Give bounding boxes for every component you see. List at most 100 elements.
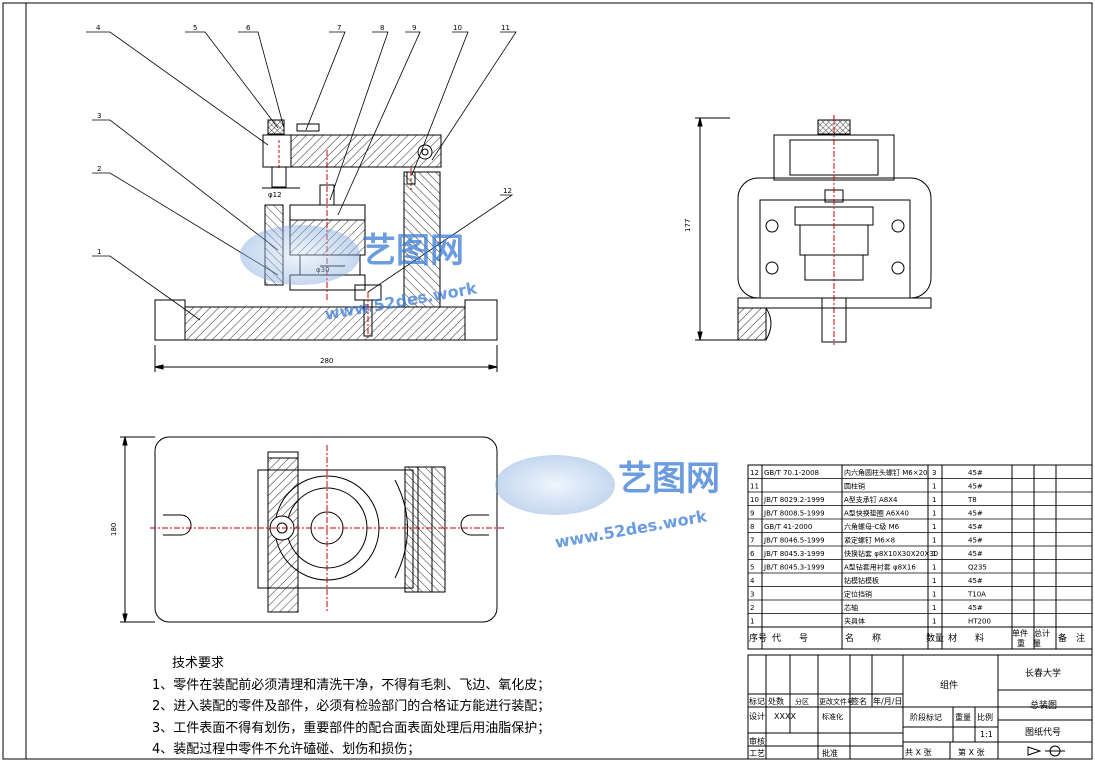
balloon-10: 10 — [453, 24, 462, 32]
tech-req-item-4: 4、装配过程中零件不允许磕碰、划伤和损伤； — [152, 742, 421, 757]
bom-cell-name: 内六角圆柱头螺钉 M6×20 — [844, 468, 928, 477]
tb-weight: 重量 — [955, 712, 971, 722]
bom-cell-code: JB/T 8008.5-1999 — [763, 510, 825, 518]
bom-cell-material: T10A — [967, 591, 986, 599]
technical-requirements: 技术要求 1、零件在装配前必须清理和清洗干净，不得有毛刺、飞边、氧化皮； 2、进… — [152, 653, 752, 761]
dim-front-width: 280 — [320, 357, 333, 365]
bom-cell-material: Q235 — [968, 564, 987, 572]
tb-school: 长春大学 — [1025, 667, 1061, 679]
bom-cell-code: GB/T 41-2000 — [764, 523, 812, 531]
bom-cell-code: JB/T 8045.3-1999 — [763, 564, 825, 572]
tb-designer: XXXX — [774, 712, 796, 721]
bom-cell-qty: 1 — [932, 523, 936, 531]
bom-cell-qty: 1 — [932, 564, 936, 572]
dim-d12: φ12 — [268, 191, 282, 199]
tb-approve: 批准 — [822, 748, 838, 758]
tb-process: 工艺 — [749, 749, 765, 758]
bom-cell-no: 10 — [750, 496, 759, 504]
bom-cell-qty: 1 — [932, 618, 936, 626]
balloon-7: 7 — [337, 24, 341, 32]
svg-text:艺图网: 艺图网 — [618, 459, 720, 499]
bom-cell-no: 5 — [750, 564, 754, 572]
tb-change-doc: 更改文件号 — [819, 697, 854, 706]
bom-cell-qty: 1 — [932, 604, 936, 612]
tb-standardize: 标准化 — [822, 712, 843, 721]
svg-text:艺图网: 艺图网 — [362, 231, 464, 271]
tb-count: 处数 — [768, 696, 784, 706]
bom-header-qty: 数量 — [926, 632, 944, 644]
top-view — [120, 436, 505, 623]
bom-cell-material: 45# — [968, 483, 983, 491]
bom-cell-material: 45# — [968, 523, 983, 531]
bom-header-total: 总计 — [1034, 628, 1050, 638]
bom-cell-material: 45# — [968, 537, 983, 545]
bom-cell-qty: 1 — [932, 496, 936, 504]
bom-cell-qty: 1 — [932, 510, 936, 518]
tb-drawing-name: 总装图 — [1030, 699, 1057, 711]
tb-scale: 比例 — [977, 712, 993, 722]
bom-cell-no: 8 — [750, 523, 754, 531]
balloon-3: 3 — [97, 112, 101, 120]
tech-req-item-2: 2、进入装配的零件及部件，必须有检验部门的合格证方能进行装配； — [152, 699, 551, 714]
tech-req-title: 技术要求 — [172, 656, 225, 671]
bom-cell-material: T8 — [967, 496, 977, 504]
balloon-9: 9 — [412, 24, 416, 32]
bom-header-no: 序号 — [749, 632, 767, 644]
tb-zone: 分区 — [795, 697, 809, 706]
bom-cell-no: 11 — [750, 483, 759, 491]
tech-req-item-3: 3、工件表面不得有划伤，重要部件的配合面表面处理后用油脂保护； — [152, 720, 551, 736]
bom-cell-name: 钻模钻模板 — [844, 576, 879, 585]
bom-cell-name: 定位挡销 — [844, 590, 872, 599]
bom-cell-name: 快换钻套 φ8X10X30X20X30 — [844, 549, 938, 558]
tb-sign: 签名 — [851, 696, 867, 706]
tb-sheets-total: 共 X 张 — [905, 748, 932, 757]
bom-header-code: 代 号 — [772, 633, 808, 644]
bom-cell-name: A型钻套用衬套 φ8X16 — [844, 563, 916, 572]
title-block — [747, 654, 1093, 760]
balloon-12: 12 — [503, 187, 512, 195]
tb-sheet-no: 第 X 张 — [958, 747, 985, 757]
bom-header-name: 名 称 — [845, 632, 881, 644]
dim-top-height: 180 — [110, 523, 118, 536]
tb-design: 设计 — [749, 711, 765, 721]
bom-cell-qty: 1 — [932, 550, 936, 558]
bom-cell-material: 45# — [968, 469, 983, 477]
bom-cell-code: JB/T 8046.5-1999 — [763, 537, 825, 545]
side-view — [695, 115, 932, 345]
bom-cell-no: 4 — [750, 577, 755, 585]
watermark-1: 艺图网 www.52des.work — [240, 225, 479, 324]
bom-cell-name: 紧定螺钉 M6×8 — [844, 536, 895, 545]
bom-cell-name: 六角螺母-C级 M6 — [844, 522, 900, 531]
bom-cell-material: 45# — [968, 577, 983, 585]
bom-cell-no: 2 — [750, 604, 754, 612]
bom-cell-qty: 1 — [932, 591, 936, 599]
bom-cell-material: 45# — [968, 604, 983, 612]
svg-text:www.52des.work: www.52des.work — [553, 506, 708, 551]
tech-req-item-1: 1、零件在装配前必须清理和清洗干净，不得有毛刺、飞边、氧化皮； — [152, 677, 551, 693]
bom-cell-material: 45# — [968, 510, 983, 518]
bom-cell-qty: 3 — [932, 469, 936, 477]
bom-header-note: 备 注 — [1058, 632, 1085, 644]
bom-cell-no: 12 — [750, 469, 759, 477]
inner-frame — [25, 2, 1093, 760]
balloon-1: 1 — [97, 248, 101, 256]
bom-cell-qty: 1 — [932, 537, 936, 545]
bom-cell-name: A型支承钉 A8X4 — [844, 495, 898, 504]
tb-drawing-code: 图纸代号 — [1025, 726, 1061, 738]
bom-cell-qty: 1 — [932, 483, 936, 491]
bom-cell-no: 9 — [750, 510, 754, 518]
bom-header-material: 材 料 — [948, 632, 984, 644]
tb-scale-value: 1:1 — [980, 730, 993, 739]
tb-date: 年/月/日 — [873, 696, 902, 706]
bom-cell-name: A型快换垫圈 A6X40 — [844, 509, 909, 518]
bom-cell-no: 3 — [750, 591, 754, 599]
tb-group: 组件 — [940, 679, 958, 691]
balloon-5: 5 — [193, 24, 197, 32]
bom-cell-material: HT200 — [968, 618, 991, 626]
bom-cell-code: JB/T 8029.2-1999 — [763, 496, 825, 504]
bom-cell-material: 45# — [968, 550, 983, 558]
bom-cell-name: 圆柱销 — [844, 482, 865, 491]
bom-cell-code: GB/T 70.1-2008 — [764, 469, 819, 477]
